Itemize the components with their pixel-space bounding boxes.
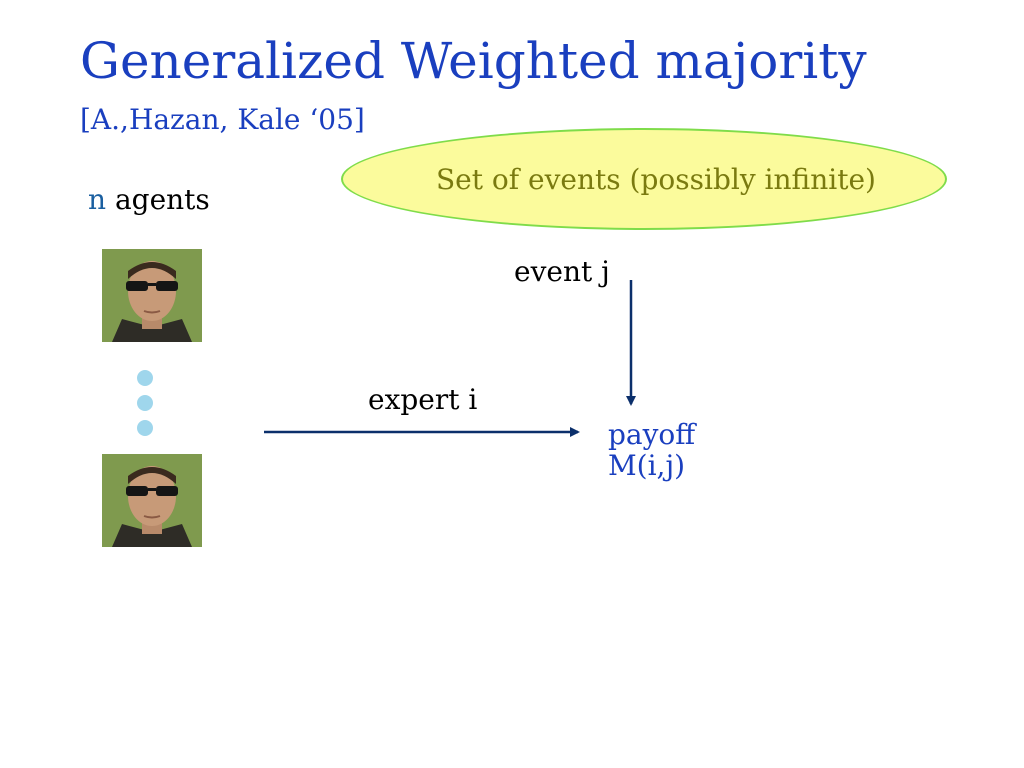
payoff-matrix-entry: M(i,j) xyxy=(608,448,686,482)
slide-title: Generalized Weighted majority xyxy=(80,32,867,90)
agent-photo-bottom xyxy=(102,454,202,547)
agents-label: n agents xyxy=(88,186,210,214)
agents-text: agents xyxy=(114,183,210,216)
agent-portrait-icon xyxy=(102,249,202,342)
agent-portrait-icon xyxy=(102,454,202,547)
agents-count-variable: n xyxy=(88,183,107,216)
ellipsis-dot xyxy=(137,395,153,411)
slide-subtitle: [A.,Hazan, Kale ‘05] xyxy=(80,103,365,136)
agent-photo-top xyxy=(102,249,202,342)
payoff-text: payoff xyxy=(608,418,696,451)
event-label: event j xyxy=(514,255,610,288)
ellipsis-dot xyxy=(137,420,153,436)
ellipsis-dot xyxy=(137,370,153,386)
events-set-ellipse xyxy=(341,128,947,230)
expert-label: expert i xyxy=(368,383,478,416)
events-set-label: Set of events (possibly infinite) xyxy=(436,163,876,196)
payoff-label: payoff M(i,j) xyxy=(608,418,696,482)
